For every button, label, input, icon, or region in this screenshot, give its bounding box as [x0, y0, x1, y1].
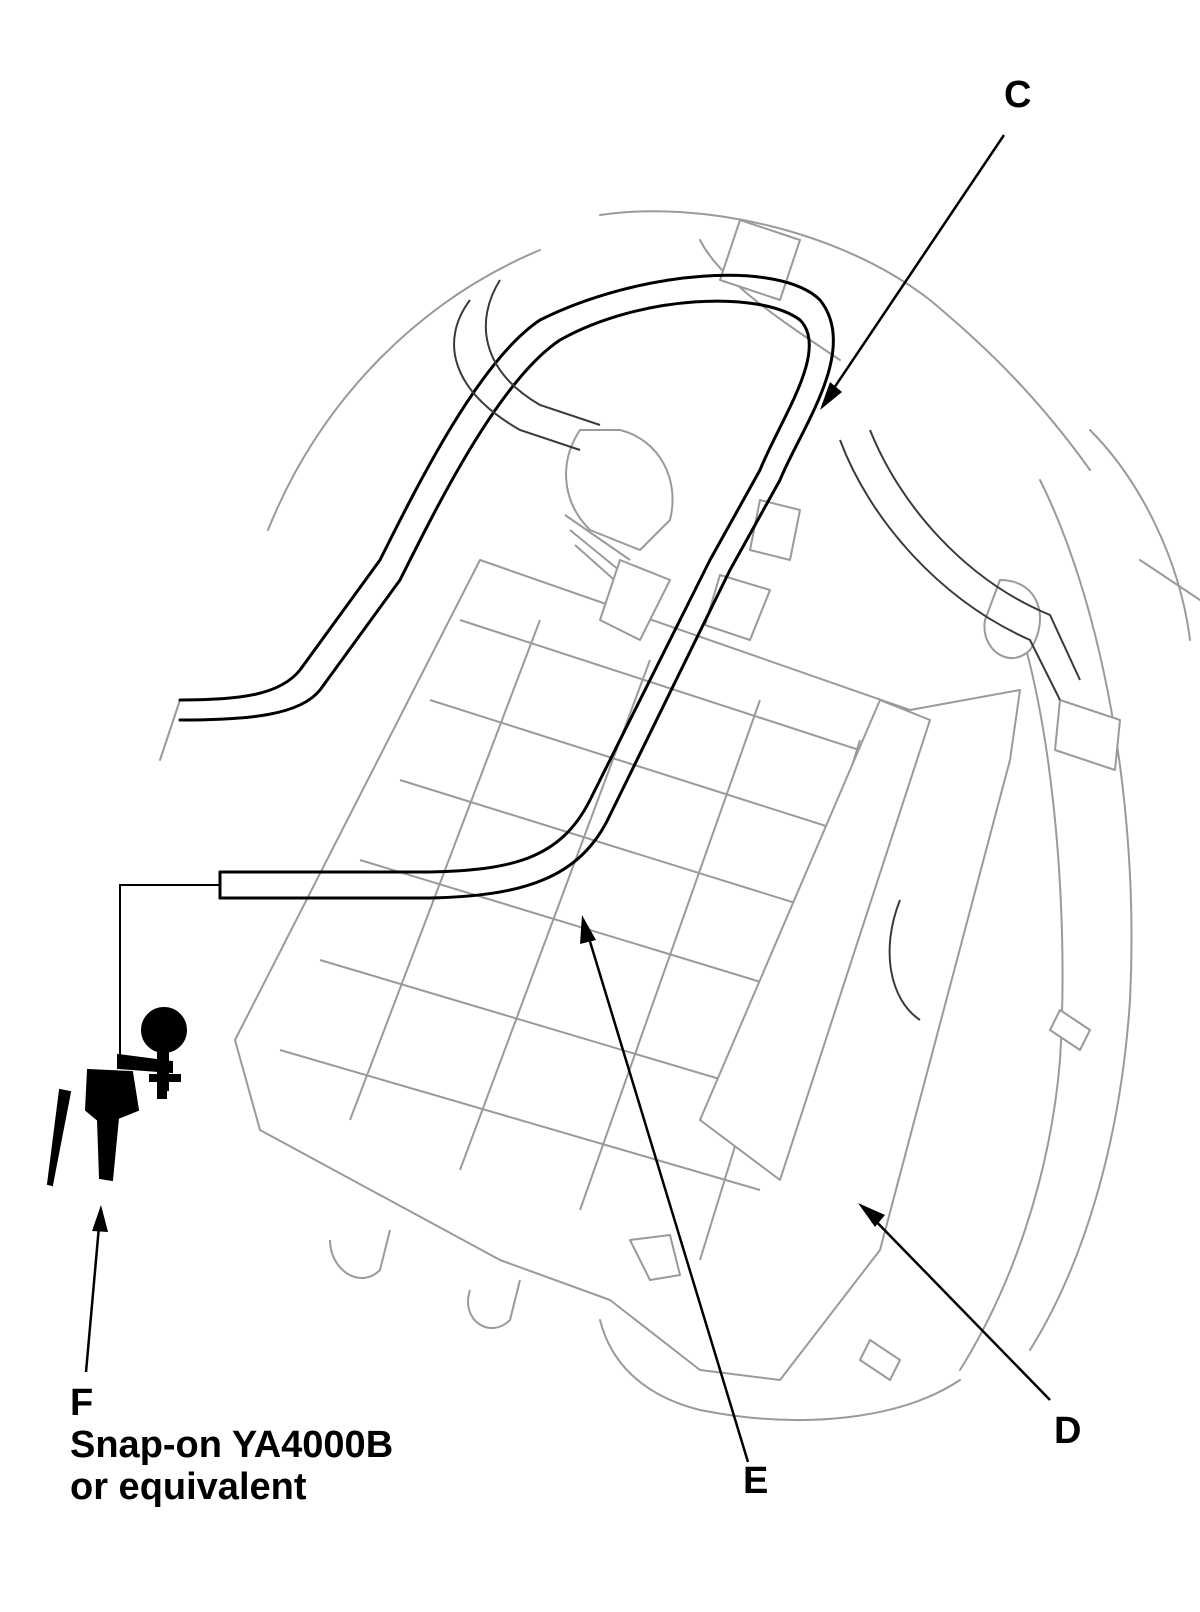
arrowhead-e — [580, 915, 596, 944]
callout-f-letter: F — [70, 1382, 94, 1424]
purge-hose — [453, 279, 1081, 1021]
callout-f-equivalent-note: or equivalent — [70, 1466, 307, 1508]
callout-arrow-d — [864, 1209, 1051, 1401]
vacuum-pump-tool — [46, 1007, 187, 1187]
callout-arrow-f — [84, 1214, 102, 1373]
callout-f-tool-name: Snap-on YA4000B — [70, 1424, 394, 1466]
leader-line-f — [119, 884, 220, 1060]
canister-body — [234, 559, 1021, 1381]
callout-label-c: C — [1004, 74, 1032, 116]
arrowhead-d — [858, 1203, 885, 1227]
callout-arrow-c — [824, 134, 1006, 401]
arrowhead-f — [92, 1205, 108, 1232]
callout-label-e: E — [743, 1460, 769, 1502]
callout-label-f: F Snap-on YA4000B or equivalent — [70, 1382, 393, 1508]
callout-arrow-e — [583, 924, 750, 1463]
arrowhead-c — [820, 382, 842, 410]
background-frame — [159, 210, 1200, 1421]
callout-label-d: D — [1054, 1410, 1082, 1452]
